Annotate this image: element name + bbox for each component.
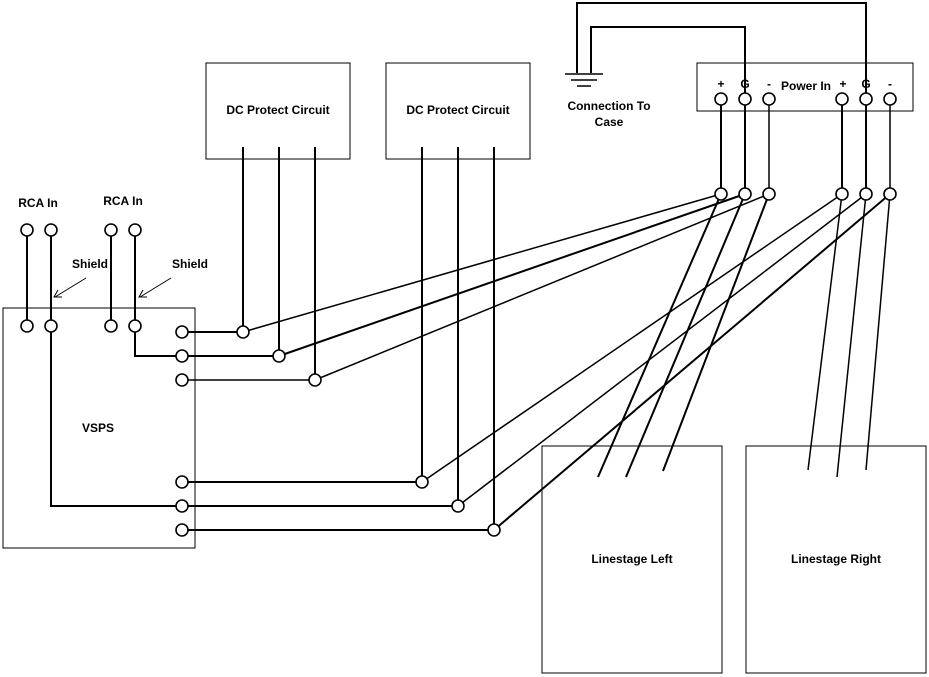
dc-protect-circuit-2 bbox=[385, 62, 531, 160]
connection-to-case-label-line2: Case bbox=[595, 115, 624, 129]
rca-in-label-1: RCA In bbox=[18, 196, 58, 210]
ground-symbol bbox=[565, 73, 603, 87]
dc-protect-1-label: DC Protect Circuit bbox=[226, 103, 329, 117]
power-in-drop-wires bbox=[720, 99, 891, 194]
shield-label-1: Shield bbox=[72, 257, 108, 271]
terminal-marker-left-minus: - bbox=[767, 77, 771, 91]
terminal-marker-right-minus: - bbox=[888, 77, 892, 91]
dc-protect-circuit-1 bbox=[205, 62, 351, 160]
rca-input-wires bbox=[26, 230, 182, 507]
power-in-terminals bbox=[714, 92, 897, 106]
connection-to-case-label-line1: Connection To bbox=[567, 99, 650, 113]
terminal-marker-right-gnd: G bbox=[861, 77, 870, 91]
linestage-right-label: Linestage Right bbox=[791, 552, 881, 566]
linestage-right-block bbox=[745, 445, 927, 674]
terminal-marker-right-plus: + bbox=[839, 77, 846, 91]
dc-protect-2-label: DC Protect Circuit bbox=[406, 103, 509, 117]
linestage-right-power-wires bbox=[807, 193, 891, 478]
case-ground-wire bbox=[576, 2, 867, 97]
dc-protect-1-wires bbox=[182, 147, 770, 381]
shield-label-2: Shield bbox=[172, 257, 208, 271]
terminal-marker-left-plus: + bbox=[717, 77, 724, 91]
vsps-block bbox=[2, 307, 196, 549]
vsps-label: VSPS bbox=[82, 421, 114, 435]
shield-arrow-2 bbox=[138, 277, 172, 298]
linestage-left-block bbox=[541, 445, 723, 674]
rca-terminals bbox=[20, 223, 142, 333]
vsps-terminals bbox=[175, 325, 189, 537]
dc-protect-junction-terminals bbox=[236, 325, 501, 537]
power-in-block bbox=[696, 62, 914, 112]
dc-protect-2-wires bbox=[182, 147, 891, 531]
shield-arrow-1 bbox=[53, 277, 87, 298]
linestage-left-label: Linestage Left bbox=[591, 552, 672, 566]
power-distribution-terminals bbox=[714, 187, 897, 201]
power-in-label: Power In bbox=[781, 79, 831, 93]
linestage-left-power-wires bbox=[597, 193, 770, 478]
rca-in-label-2: RCA In bbox=[103, 194, 143, 208]
terminal-marker-left-gnd: G bbox=[740, 77, 749, 91]
